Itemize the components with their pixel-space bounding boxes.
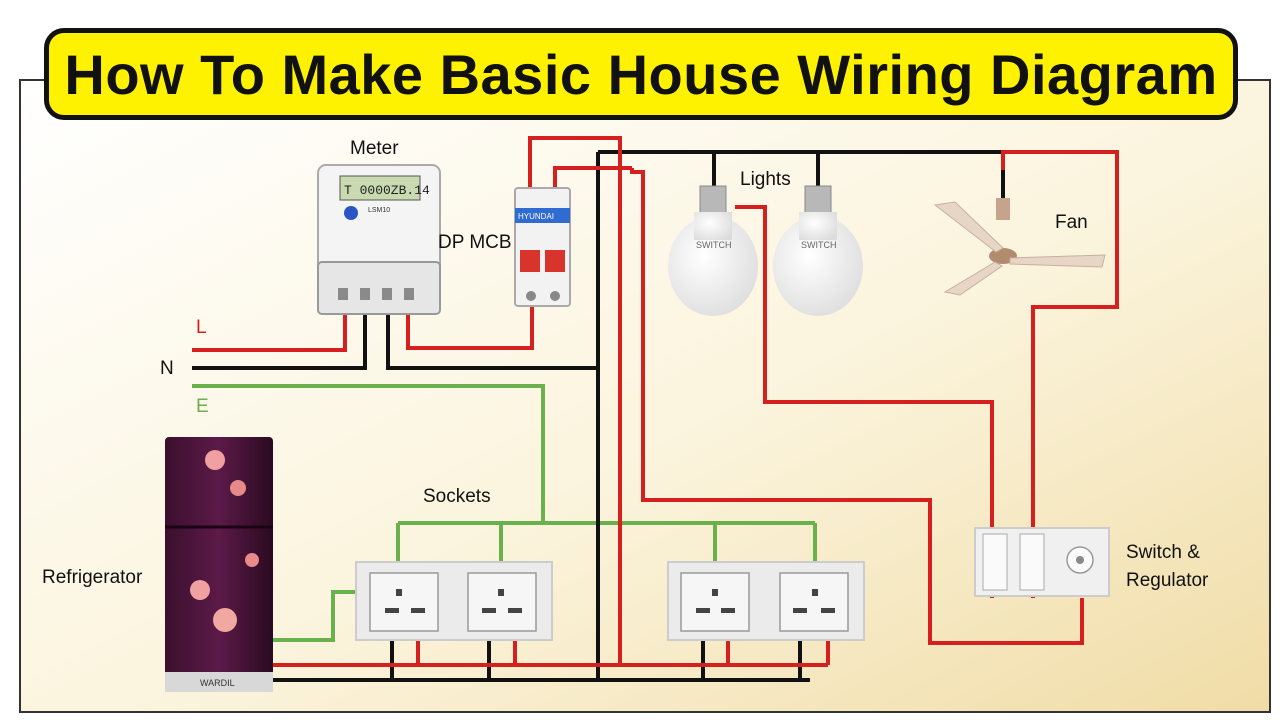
earth-label: E <box>196 396 209 417</box>
light-bulb-2: SWITCH <box>773 185 863 316</box>
meter-led <box>344 206 358 220</box>
live-wire-mcb-top-2 <box>553 166 632 188</box>
fan-label: Fan <box>1055 212 1088 233</box>
sockets-label: Sockets <box>423 486 491 507</box>
neutral-wire-in <box>192 305 367 370</box>
switch-regulator-label-line2: Regulator <box>1126 570 1209 591</box>
lights-label: Lights <box>740 169 791 190</box>
live-wire-fan <box>1001 150 1119 598</box>
title-banner: How To Make Basic House Wiring Diagram <box>44 28 1238 120</box>
socket-board-right <box>667 561 865 641</box>
energy-meter: T 0000ZB.14 LSM10 <box>317 164 441 315</box>
socket-pins <box>385 589 835 613</box>
refrigerator: WARDIL <box>165 437 273 692</box>
live-wire-meter-out <box>406 305 534 350</box>
fridge-brand-text: WARDIL <box>200 678 235 688</box>
live-wire-in <box>192 305 347 352</box>
bulb-2-text: SWITCH <box>801 240 837 250</box>
page-title: How To Make Basic House Wiring Diagram <box>64 42 1218 106</box>
socket-board-left <box>355 561 553 641</box>
bulb-1-text: SWITCH <box>696 240 732 250</box>
meter-model-text: LSM10 <box>368 207 390 214</box>
ceiling-fan <box>933 198 1106 296</box>
meter-display-text: T 0000ZB.14 <box>344 183 430 198</box>
light-bulb-1: SWITCH <box>668 185 758 316</box>
neutral-wire-meter-out <box>386 305 598 370</box>
meter-label: Meter <box>350 138 399 159</box>
earth-wire-main <box>192 384 545 523</box>
dp-mcb-label: DP MCB <box>438 232 512 253</box>
switch-regulator-board <box>974 527 1110 597</box>
neutral-label: N <box>160 358 174 379</box>
refrigerator-label: Refrigerator <box>42 567 143 588</box>
live-wire-lights <box>735 205 994 598</box>
mcb-brand-text: HYUNDAI <box>518 212 554 221</box>
live-wire-branch <box>630 168 1084 645</box>
switch-regulator-label-line1: Switch & <box>1126 542 1200 563</box>
live-label: L <box>196 317 207 338</box>
dp-mcb: HYUNDAI <box>514 187 571 307</box>
